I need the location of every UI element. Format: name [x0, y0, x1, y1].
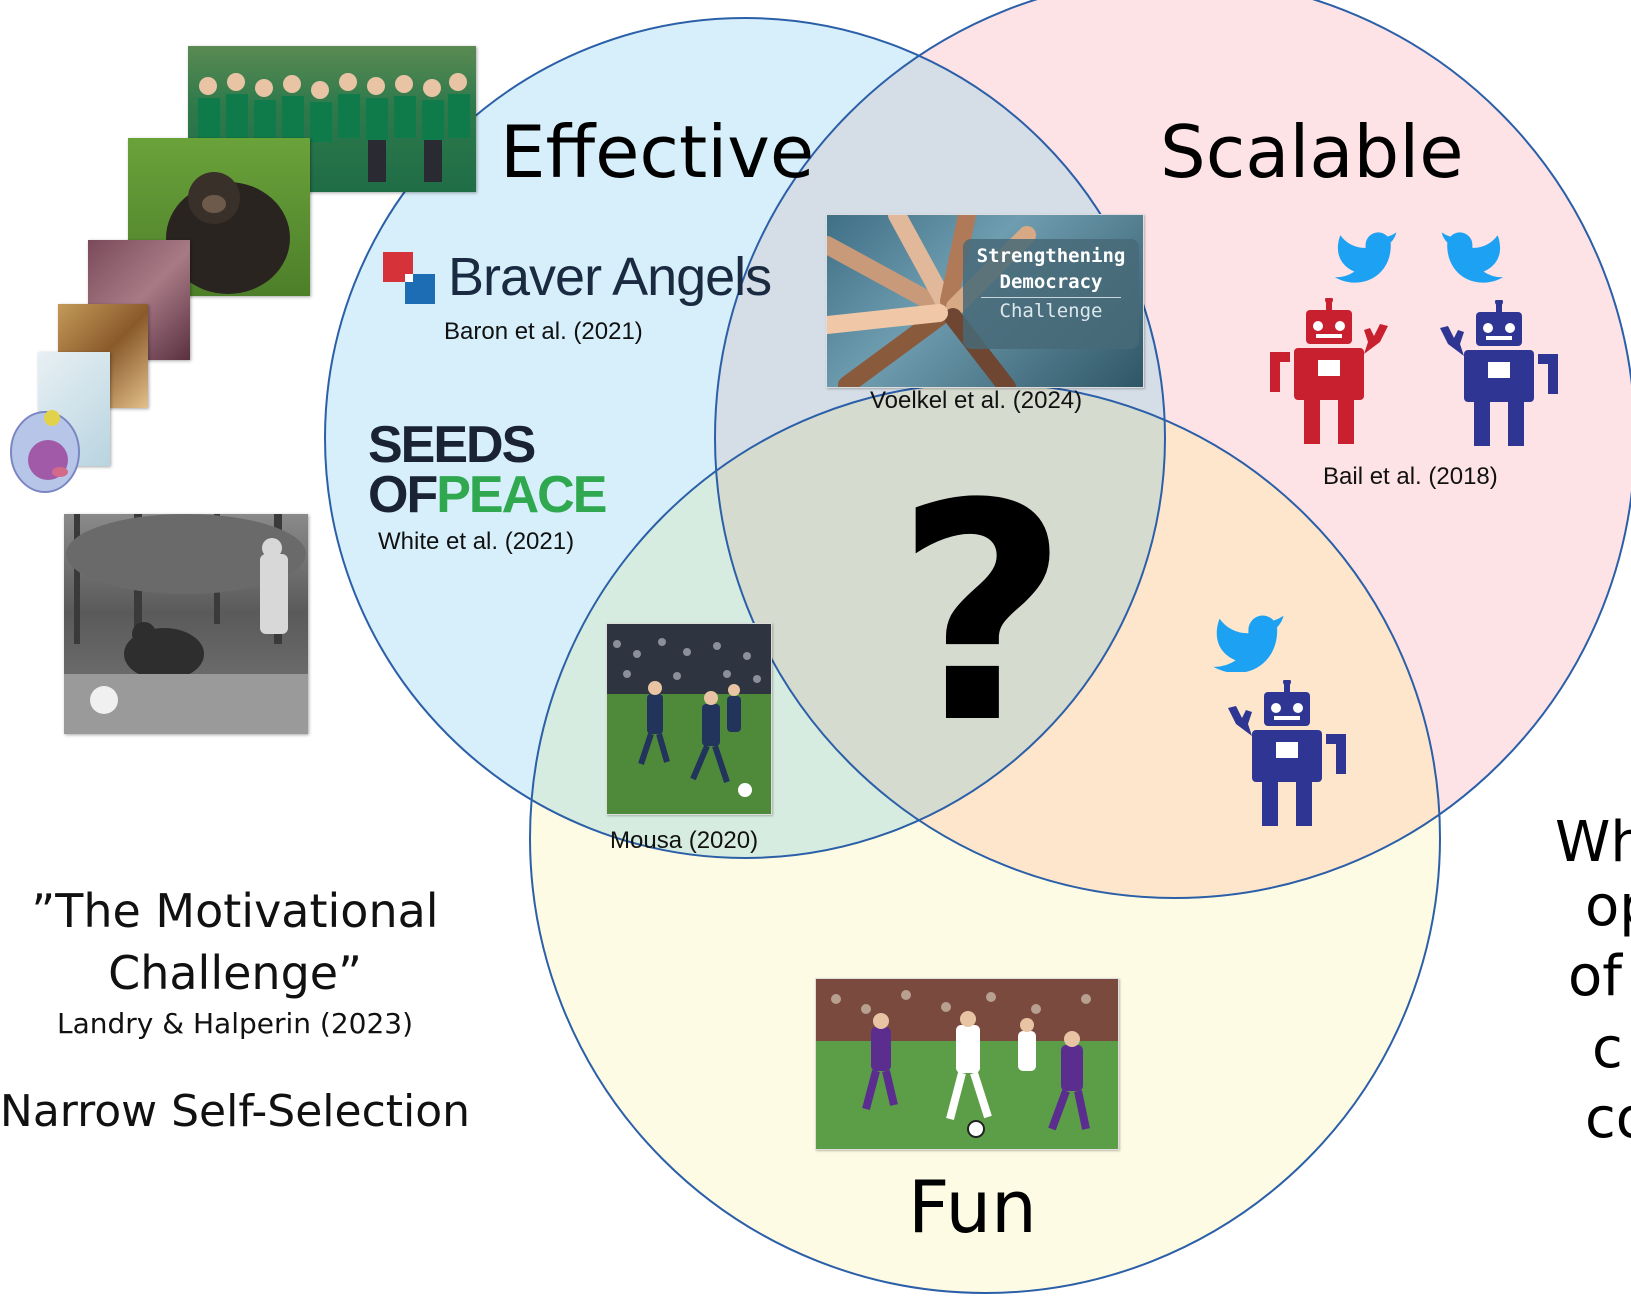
quote-line2: Challenge” — [108, 946, 362, 1000]
quote-line1: ”The Motivational — [31, 884, 439, 938]
strengthening-democracy-image: Strengthening Democracy Challenge — [826, 214, 1144, 388]
sdc-line3: Challenge — [981, 297, 1121, 324]
narrow-self-selection-note: Narrow Self-Selection — [0, 1086, 471, 1137]
question-mark: ? — [895, 440, 1070, 789]
chimpanzee-photo — [128, 138, 310, 296]
cutoff-text-line2: op — [1585, 874, 1631, 939]
soccer-photo-small — [606, 623, 772, 815]
sdc-text: Strengthening Democracy Challenge — [963, 243, 1139, 324]
cutoff-text-line1: Wh — [1555, 810, 1631, 875]
seeds-of-peace-logo: SEEDS OFPEACE — [368, 416, 607, 521]
fun-label: Fun — [908, 1165, 1037, 1249]
robot-icon — [1228, 680, 1346, 826]
robot-icon — [1270, 298, 1388, 444]
motivational-challenge-quote: ”The Motivational Challenge” — [0, 880, 470, 1004]
cutoff-text-line4: c — [1592, 1016, 1623, 1081]
robot-icon — [1440, 300, 1558, 446]
braver-angels-logo-text: Braver Angels — [448, 247, 772, 307]
twitter-bird-icon — [1441, 232, 1504, 283]
voelkel-citation: Voelkel et al. (2024) — [870, 387, 1083, 414]
seeds-logo-line2: OFPEACE — [368, 469, 607, 521]
twitter-bird-icon — [1334, 232, 1397, 283]
historical-photo — [64, 514, 308, 734]
braver-angels-logo-icon — [383, 252, 435, 304]
soccer-photo-large — [815, 978, 1119, 1150]
twitter-birds-pair — [1334, 232, 1504, 283]
landry-citation: Landry & Halperin (2023) — [56, 1007, 414, 1040]
cutoff-text-line3: of — [1568, 944, 1622, 1009]
seeds-logo-of: OF — [368, 466, 438, 524]
effective-label: Effective — [500, 110, 815, 194]
scalable-label: Scalable — [1160, 110, 1464, 194]
mousa-citation: Mousa (2020) — [610, 827, 759, 854]
bail-citation: Bail et al. (2018) — [1323, 463, 1498, 490]
sdc-line2: Democracy — [999, 271, 1103, 293]
seeds-logo-line1: SEEDS — [368, 416, 536, 474]
seeds-logo-peace: PEACE — [436, 466, 607, 524]
cutoff-text-line5: co — [1585, 1086, 1631, 1151]
braver-angels-citation: Baron et al. (2021) — [444, 318, 643, 345]
twitter-bird-icon — [1213, 615, 1284, 672]
seeds-of-peace-citation: White et al. (2021) — [378, 528, 575, 555]
cell-icon — [10, 410, 80, 493]
sdc-line1: Strengthening — [976, 245, 1126, 267]
